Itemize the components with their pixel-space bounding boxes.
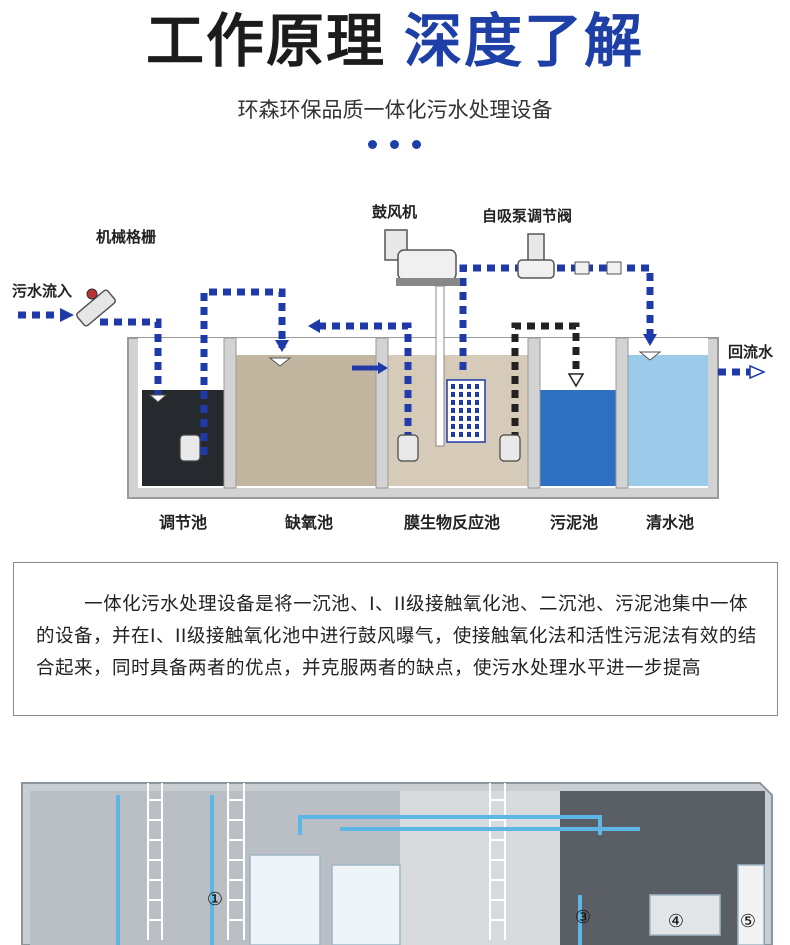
title-black: 工作原理	[145, 7, 386, 75]
tank-label-clear: 清水池	[646, 513, 694, 532]
marker-1: ①	[207, 889, 223, 910]
pipe-regulating-to-anoxic	[200, 288, 286, 455]
membrane-module	[446, 379, 486, 443]
pipe-network	[18, 264, 750, 455]
page-subtitle: 环森环保品质一体化污水处理设备	[237, 98, 553, 122]
mechanical-grille	[76, 288, 116, 327]
title-blue: 深度了解	[404, 7, 645, 75]
marker-4: ④	[668, 911, 684, 932]
diffusers	[148, 351, 662, 403]
dot	[368, 140, 377, 149]
sludge-tank-water	[540, 390, 616, 486]
pipe-inflow	[100, 318, 162, 395]
label-backflow: 回流水	[728, 343, 774, 361]
decorative-dots	[368, 140, 428, 150]
blower	[384, 229, 460, 447]
tank-label-regulating: 调节池	[159, 513, 207, 532]
clear-tank-water	[628, 355, 708, 486]
label-grille: 机械格栅	[96, 228, 156, 246]
tank-label-anoxic: 缺氧池	[285, 513, 333, 532]
process-diagram: 机械格栅 污水流入 鼓风机 自吸泵调节阀 回流水 调节池 缺氧池 膜生物反应池 …	[12, 203, 774, 532]
pipe-return	[318, 322, 412, 440]
dot	[390, 140, 399, 149]
internal-pipes	[116, 795, 640, 945]
submersible-pumps	[179, 434, 521, 462]
pump-valve	[517, 233, 622, 279]
label-blower: 鼓风机	[372, 203, 417, 221]
partition-walls	[223, 337, 629, 489]
description-text: 一体化污水处理设备是将一沉池、I、II级接触氧化池、二沉池、污泥池集中一体的设备…	[36, 594, 757, 679]
page-title: 工作原理深度了解	[0, 6, 790, 76]
label-inflow: 污水流入	[12, 282, 72, 300]
label-pump-valve: 自吸泵调节阀	[482, 207, 572, 225]
ladders	[147, 783, 506, 940]
numbered-markers: ① ③ ④ ⑤	[207, 889, 756, 932]
pipe-sludge	[511, 322, 580, 440]
marker-3: ③	[575, 907, 591, 928]
tank-label-membrane: 膜生物反应池	[404, 513, 500, 532]
header: 工作原理深度了解 环森环保品质一体化污水处理设备	[0, 0, 790, 170]
flow-arrows	[60, 308, 766, 388]
internal-tanks	[249, 854, 765, 945]
tank-label-sludge: 污泥池	[550, 513, 598, 532]
marker-5: ⑤	[740, 911, 756, 932]
anoxic-tank-water	[236, 355, 376, 486]
description-box: 一体化污水处理设备是将一沉池、I、II级接触氧化池、二沉池、污泥池集中一体的设备…	[13, 562, 778, 716]
dot	[412, 140, 421, 149]
pipe-membrane-to-pump	[459, 264, 654, 370]
equipment-render: ① ③ ④ ⑤	[0, 755, 790, 945]
